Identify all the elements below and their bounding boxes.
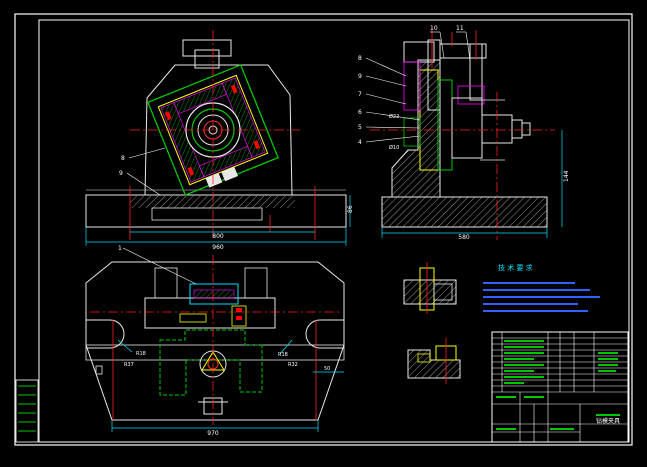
dim-plan-r-right-2: R32 bbox=[288, 362, 298, 368]
side-column-block bbox=[15, 379, 39, 443]
side-base-plate bbox=[381, 196, 548, 228]
dim-side-d2: Ø10 bbox=[389, 144, 399, 151]
title-block-grid bbox=[492, 332, 628, 442]
balloon-side-8: 8 bbox=[358, 55, 362, 62]
side-flange bbox=[451, 97, 483, 159]
balloon-plan-1: 1 bbox=[118, 245, 122, 252]
dim-plan-side: 50 bbox=[324, 366, 330, 372]
tech-requirements: 技 术 要 求 bbox=[483, 263, 600, 312]
workpiece-rotated bbox=[147, 64, 279, 196]
plan-view: 970 R18 R37 R18 R32 50 1 bbox=[85, 245, 345, 437]
side-top-clamp bbox=[403, 41, 435, 63]
sheet-outer-border bbox=[14, 13, 633, 446]
side-view: 580 144 Ø22 Ø10 10 11 8 9 7 6 5 4 bbox=[358, 25, 570, 241]
plan-center-block bbox=[144, 297, 276, 329]
front-dimensions bbox=[85, 195, 351, 246]
side-upright bbox=[391, 59, 441, 198]
top-clamp-stem bbox=[194, 49, 220, 69]
dim-side-height: 144 bbox=[563, 170, 570, 182]
plan-dimensions bbox=[111, 339, 344, 432]
balloon-side-7: 7 bbox=[358, 91, 362, 98]
top-clamp bbox=[182, 39, 232, 57]
side-dimensions bbox=[381, 130, 563, 238]
balloon-top-8: 8 bbox=[121, 155, 125, 162]
dim-plan-r-left-1: R18 bbox=[136, 351, 146, 357]
balloon-side-4: 4 bbox=[358, 139, 362, 146]
dim-top-base: 960 bbox=[212, 244, 224, 251]
right-slot bbox=[305, 319, 344, 349]
dim-top-width: 800 bbox=[212, 233, 224, 240]
base-slot bbox=[151, 207, 263, 221]
balloon-top-9: 9 bbox=[119, 170, 123, 177]
detail-view-lower bbox=[407, 338, 461, 384]
plan-outline bbox=[85, 261, 345, 421]
dim-plan-r-left-2: R37 bbox=[124, 362, 134, 368]
detail-view-upper bbox=[403, 262, 457, 314]
title-block-green-text bbox=[496, 340, 618, 430]
dim-plan-width: 970 bbox=[207, 430, 219, 437]
balloon-side-5: 5 bbox=[358, 124, 362, 131]
base-hatch bbox=[130, 196, 295, 208]
base-plate bbox=[85, 194, 347, 228]
plan-green-part bbox=[159, 329, 263, 396]
side-column-lines bbox=[18, 385, 36, 432]
front-view: 800 960 86 8 9 bbox=[85, 30, 354, 251]
dim-top-height: 86 bbox=[347, 205, 354, 213]
title-block: 钻模夹具 bbox=[491, 331, 629, 443]
tech-title: 技 术 要 求 bbox=[498, 263, 533, 272]
balloon-side-10: 10 bbox=[430, 25, 438, 32]
balloon-side-11: 11 bbox=[456, 25, 464, 32]
balloon-side-6: 6 bbox=[358, 109, 362, 116]
balloon-side-9: 9 bbox=[358, 73, 362, 80]
left-slot bbox=[86, 319, 125, 349]
dim-side-d1: Ø22 bbox=[389, 113, 399, 120]
dim-side-width: 580 bbox=[458, 234, 470, 241]
drawing-title: 钻模夹具 bbox=[596, 417, 620, 425]
sheet-inner-border bbox=[38, 19, 630, 443]
side-top-arm bbox=[439, 43, 487, 59]
dim-plan-r-right-1: R18 bbox=[278, 352, 288, 358]
